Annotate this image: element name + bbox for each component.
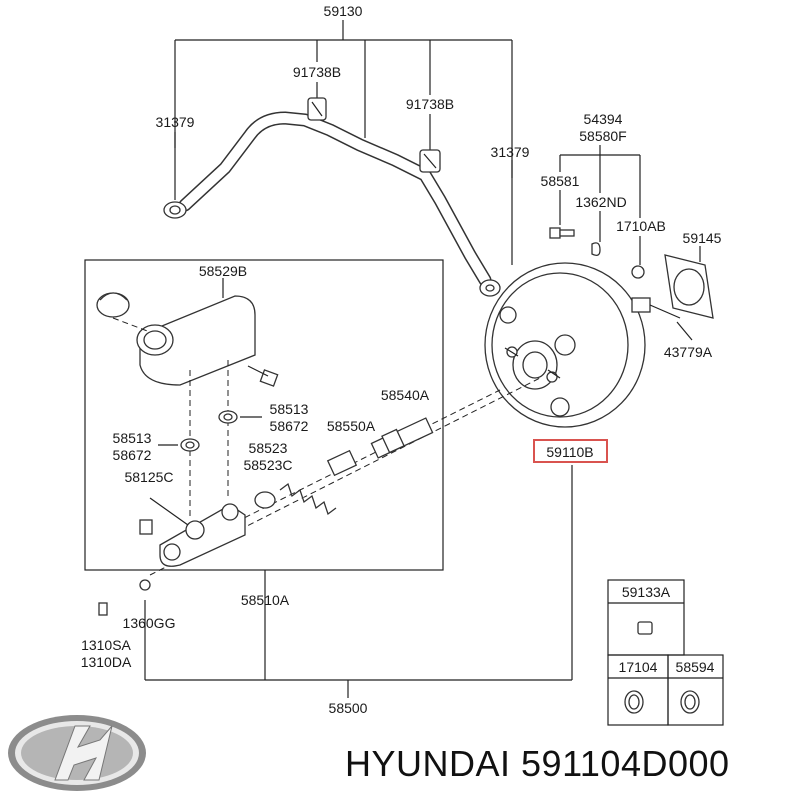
small-parts-table xyxy=(607,579,724,726)
label-59130: 59130 xyxy=(324,3,363,19)
label-1310DA: 1310DA xyxy=(81,654,132,670)
clip-91738B-right xyxy=(419,149,441,173)
label-91738B-right: 91738B xyxy=(406,96,454,112)
label-59110B: 59110B xyxy=(546,444,593,460)
label-58672-upper: 58672 xyxy=(270,418,309,434)
label-58529B: 58529B xyxy=(199,263,247,279)
label-31379-right: 31379 xyxy=(491,144,530,160)
label-1710AB: 1710AB xyxy=(616,218,666,234)
hose-clamp-31379-left xyxy=(163,201,187,219)
label-58523: 58523 xyxy=(249,440,288,456)
label-1310SA: 1310SA xyxy=(81,637,131,653)
label-58513-upper: 58513 xyxy=(270,401,309,417)
label-58510A: 58510A xyxy=(241,592,290,608)
hose-clamp-31379-right xyxy=(479,279,501,297)
brake-booster xyxy=(484,262,646,428)
label-54394: 54394 xyxy=(584,111,623,127)
label-1360GG: 1360GG xyxy=(123,615,176,631)
label-31379-left: 31379 xyxy=(156,114,195,130)
label-58672-lower: 58672 xyxy=(113,447,152,463)
label-58550A: 58550A xyxy=(327,418,376,434)
label-17104: 17104 xyxy=(619,659,658,675)
grommet-58513-lower xyxy=(158,438,200,452)
label-43779A: 43779A xyxy=(664,344,713,360)
yoke-43779A xyxy=(631,297,693,341)
vacuum-hose xyxy=(178,111,492,287)
label-58500: 58500 xyxy=(329,700,368,716)
label-58580F: 58580F xyxy=(579,128,626,144)
label-59133A: 59133A xyxy=(622,584,671,600)
label-58594: 58594 xyxy=(676,659,715,675)
leader-54394 xyxy=(559,145,641,265)
grommet-58513-upper xyxy=(218,410,262,424)
label-58523C: 58523C xyxy=(243,457,292,473)
clip-91738B-left xyxy=(307,97,327,121)
brand-part-number: HYUNDAI 591104D000 xyxy=(345,743,730,784)
highlight-59110B-box xyxy=(533,439,608,463)
label-58581: 58581 xyxy=(541,173,580,189)
label-91738B-left: 91738B xyxy=(293,64,341,80)
pin-1362ND xyxy=(591,242,601,256)
reservoir-58529B xyxy=(96,278,279,520)
bolt-58581 xyxy=(549,227,575,239)
gasket-59145 xyxy=(664,246,714,319)
master-cylinder-box xyxy=(84,259,444,571)
label-58513-lower: 58513 xyxy=(113,430,152,446)
label-59145: 59145 xyxy=(683,230,722,246)
hyundai-logo-icon xyxy=(8,715,146,791)
nut-1710AB xyxy=(631,265,645,279)
label-58540A: 58540A xyxy=(381,387,430,403)
master-cylinder-body xyxy=(139,497,246,567)
label-1362ND: 1362ND xyxy=(575,194,626,210)
label-58125C: 58125C xyxy=(124,469,173,485)
leader-59130 xyxy=(174,20,513,265)
leader-58500 xyxy=(98,465,573,698)
labels: 59130 91738B 91738B 31379 31379 54394 58… xyxy=(81,3,722,716)
